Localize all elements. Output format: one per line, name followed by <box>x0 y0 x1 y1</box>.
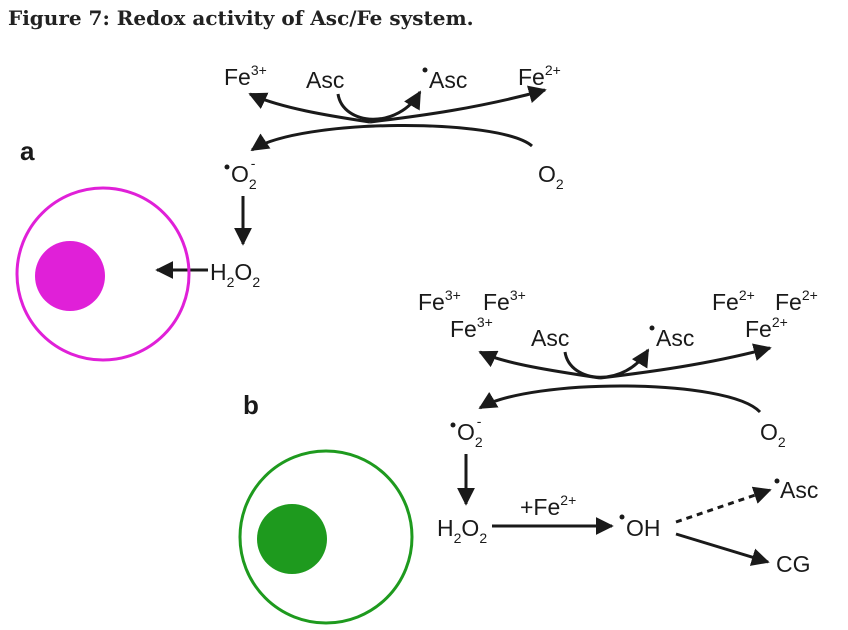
asc-radical-product-label: Asc <box>774 477 818 503</box>
cell-b-membrane <box>238 449 414 625</box>
oxygen-label-b: O2 <box>760 419 786 450</box>
cg-label: CG <box>776 551 811 577</box>
panel-a-letter: a <box>20 136 35 166</box>
oxygen-label: O2 <box>538 161 564 192</box>
superoxide-label: O2- <box>224 155 257 192</box>
superoxide-label-b: O2- <box>450 413 483 450</box>
svg-text:Asc: Asc <box>656 325 694 351</box>
radical-dot <box>422 67 428 73</box>
svg-text:OH: OH <box>626 515 661 541</box>
asc-radical-label-b: Asc <box>649 325 694 351</box>
asc-to-fe2-arrow-b <box>599 343 772 380</box>
asc-radical-label: Asc <box>422 67 467 93</box>
asc-to-fe3-arrow <box>248 92 371 124</box>
cell-a-membrane <box>15 186 191 362</box>
hydroxyl-to-asc-dashed-arrow <box>675 486 772 524</box>
hydroxyl-to-cg-arrow <box>675 532 770 566</box>
fe2-label: Fe2+ <box>518 62 561 90</box>
svg-text:Asc: Asc <box>780 477 818 503</box>
h2o2-label: H2O2 <box>210 259 260 290</box>
svg-text:O2-: O2- <box>457 413 483 450</box>
fe2-label-1: Fe2+ <box>712 287 755 315</box>
oxygen-reduction-arrow-b <box>478 384 762 414</box>
panel-a: a Fe3+ Asc Asc Fe2+ O2- O2 H2O2 <box>15 62 564 362</box>
asc-oxidation-arrow-b <box>563 348 650 379</box>
fe3-label-2: Fe3+ <box>483 287 526 315</box>
fe2-label-3: Fe2+ <box>745 314 788 342</box>
fe3-label-3: Fe3+ <box>450 314 493 342</box>
oxygen-reduction-arrow <box>250 124 533 152</box>
h2o2-label-b: H2O2 <box>437 515 487 546</box>
panel-b: b Fe3+ Fe3+ Fe3+ Asc Asc Fe2+ Fe2+ Fe2+ … <box>238 287 818 625</box>
svg-text:Asc: Asc <box>429 67 467 93</box>
fe2-label-2: Fe2+ <box>775 287 818 315</box>
asc-oxidation-arrow <box>336 90 422 121</box>
figure-title: Figure 7: Redox activity of Asc/Fe syste… <box>8 6 474 30</box>
svg-text:O2-: O2- <box>231 155 257 192</box>
plus-fe2-label: +Fe2+ <box>520 492 576 520</box>
fe3-label-1: Fe3+ <box>418 287 461 315</box>
panel-b-letter: b <box>243 390 259 420</box>
fe3-label: Fe3+ <box>224 62 267 90</box>
cell-b-nucleus <box>257 504 327 574</box>
asc-label-b: Asc <box>531 325 569 351</box>
asc-label: Asc <box>306 67 344 93</box>
cell-a-nucleus <box>35 241 105 311</box>
asc-to-fe2-arrow <box>369 85 547 124</box>
hydroxyl-radical-label: OH <box>619 514 661 541</box>
